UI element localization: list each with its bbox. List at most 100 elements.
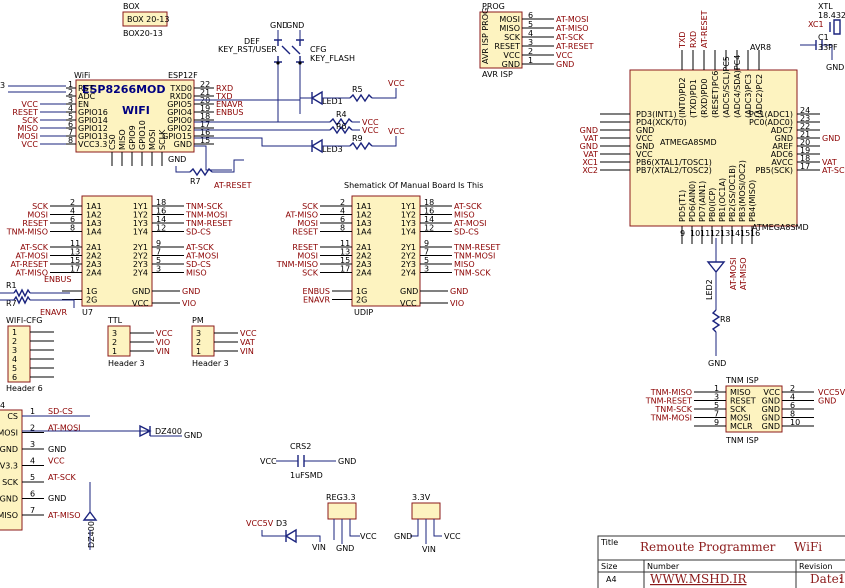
u7-right-net: SD-CS <box>186 260 211 269</box>
u7-enavr: ENAVR <box>40 308 67 317</box>
wifi-left-net: SCK <box>22 116 39 125</box>
sd-pin-name: SCK <box>2 478 19 487</box>
avr-top-pin-name: (INT0)PD2 <box>678 77 687 118</box>
u7-right-pin-name: 1Y4 <box>133 228 148 237</box>
xtal-gnd: GND <box>826 63 844 72</box>
led-vcc-4: VCC <box>388 127 405 136</box>
u7-right-net: TNM-RESET <box>185 219 232 228</box>
avr-bottom-pin-name: PB4(MISO) <box>748 180 757 222</box>
crs-gnd: GND <box>338 457 356 466</box>
u7-right-net: TNM-MOSI <box>185 211 227 220</box>
sd-zener1: DZ400 <box>155 427 182 436</box>
u7-right-net: MISO <box>186 269 207 278</box>
xtal-name: XTL <box>818 2 833 11</box>
wifi-left-net: VCC <box>21 140 38 149</box>
avr-right-pin-name: GND <box>775 134 793 143</box>
box-header: BOX <box>123 2 140 11</box>
u7-right-net: TNM-SCK <box>185 202 223 211</box>
u7-r7: R7 <box>6 299 17 308</box>
esp8266-module: WiFi ESP12F ESP8266MOD WIFI RST1ADC2EN3V… <box>0 71 243 166</box>
ttl-net: VIN <box>156 347 170 356</box>
v33-vcc-bottom: VIN <box>422 545 436 554</box>
wifi-left-pin-num: 7 <box>68 128 73 137</box>
wifi-cfg-foot: Header 6 <box>6 384 43 393</box>
u7-right-pin-name: 2Y4 <box>133 269 148 278</box>
avr-right-pin-name: PC1(ADC1) <box>749 110 793 119</box>
udip-right-num: 18 <box>424 198 434 207</box>
sd-net: VCC <box>48 457 65 466</box>
avr-bottom-pin-num: 15 <box>740 229 750 238</box>
udip-vcc-name: VCC <box>400 299 417 308</box>
udip-left-net: MOSI <box>297 219 318 228</box>
led1-label: LED1 <box>322 97 343 106</box>
avr-bottom-pin-name: PD5(T1) <box>678 190 687 222</box>
prog-net: AT-MOSI <box>556 15 589 24</box>
pm-ref: PM <box>192 316 204 325</box>
u7-right-num: 12 <box>156 224 166 233</box>
udip-left-net: RESET <box>292 243 318 252</box>
tnm-right-num: 6 <box>790 401 795 410</box>
u7-left-net: RESET <box>22 219 48 228</box>
udip-gnd-name: GND <box>400 287 418 296</box>
v33-label: 3.3V <box>412 493 431 502</box>
tnm-isp: TNM ISP TNM ISP MISO1TNM-MISORESET3TNM-R… <box>645 376 845 445</box>
wifi-bottom-pin-name: GPIO9 <box>128 125 137 150</box>
avr-bottom-pin-name: PD7(AIN1) <box>698 181 707 222</box>
u7-left-num: 15 <box>70 256 80 265</box>
avr-right-pin-num: 18 <box>800 154 810 163</box>
tnm-right-pin-name: GND <box>762 397 780 406</box>
avr-top-pin-name: (RXD)PD0 <box>700 78 709 118</box>
avr-left-pin-name: PD3(INT1) <box>636 110 677 119</box>
prog-pin-num: 1 <box>528 56 533 65</box>
sw-gnd-1: GND <box>270 21 288 30</box>
crystal: XTL 18.432 M XC1 C1 33PF GND <box>800 2 845 72</box>
sd-net: AT-MOSI <box>48 424 81 433</box>
tb-title-label: Title <box>600 538 618 547</box>
tnm-left-net: TNM-MOSI <box>650 414 692 423</box>
avr-right-pin-name: AREF <box>772 142 793 151</box>
avr-bottom-pin-num: 11 <box>700 229 710 238</box>
wifi-at-reset: AT-RESET <box>214 181 252 190</box>
sw-gnd-2: GND <box>286 21 304 30</box>
u7-right-num: 7 <box>156 248 161 257</box>
avr-bottom-pin-num: 16 <box>750 229 760 238</box>
sd-net: SD-CS <box>48 407 73 416</box>
wifi-left-net: MOSI <box>17 132 38 141</box>
tnm-left-net: TNM-MISO <box>650 388 692 397</box>
u7-right-num: 3 <box>156 265 161 274</box>
udip-buffer: Shematick Of Manual Board Is This UDIP S… <box>276 181 501 317</box>
udip-right-pin-name: 1Y3 <box>401 219 416 228</box>
wifi-cfg-num: 2 <box>12 337 17 346</box>
udip-left-pin-name: 1A3 <box>356 219 372 228</box>
u7-right-num: 14 <box>156 215 166 224</box>
avr-bottom-pin-name: PB0(ICP) <box>708 188 717 222</box>
u7-left-net: MOSI <box>27 211 48 220</box>
sd-pin-name: CS <box>7 412 18 421</box>
avr-ref: AVR8 <box>750 43 771 52</box>
avr-bottom-pin-name: PB1(OC1A) <box>718 178 727 222</box>
xtal-ref: XC1 <box>808 20 824 29</box>
udip-ctrl-name: 1G <box>356 287 367 296</box>
xtal-freq: 18.432 M <box>818 11 845 20</box>
avr-top-net: TXD <box>678 31 687 49</box>
avr-left-net: GND <box>580 142 598 151</box>
avr-top-net: AT-RESET <box>700 10 709 48</box>
tb-number: WWW.MSHD.IR <box>650 572 747 586</box>
led2-ref: LED2 <box>705 279 714 300</box>
tb-date-label: Date: <box>810 572 843 586</box>
u7-right-pin-name: 2Y3 <box>133 260 148 269</box>
u7-r1: R1 <box>6 281 17 290</box>
sw-cfg-name: KEY_FLASH <box>310 54 355 63</box>
prog-net: AT-SCK <box>556 33 585 42</box>
u7-right-num: 18 <box>156 198 166 207</box>
pwr-vcc5v: VCC5V <box>246 519 274 528</box>
udip-right-net: MISO <box>454 260 475 269</box>
udip-left-num: 11 <box>340 239 350 248</box>
ttl-ref: TTL <box>107 316 123 325</box>
tnm-right-pin-name: VCC <box>763 388 780 397</box>
avr-bottom-pin-num: 9 <box>680 229 685 238</box>
avr-right-pin-num: 20 <box>800 138 810 147</box>
wifi-bottom-pin-name: MISO <box>118 129 127 150</box>
sd-pin-num: 2 <box>30 424 35 433</box>
